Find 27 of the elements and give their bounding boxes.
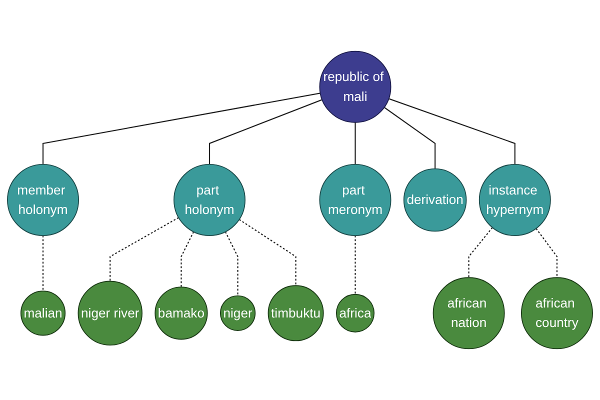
connector bbox=[42, 236, 44, 292]
connector bbox=[388, 98, 516, 164]
connector bbox=[468, 227, 493, 278]
connector bbox=[180, 232, 194, 288]
connector bbox=[536, 228, 558, 278]
connector bbox=[42, 92, 320, 164]
node-circle: african nation bbox=[432, 277, 505, 350]
node-circle: derivation bbox=[403, 168, 467, 232]
connector bbox=[238, 219, 296, 286]
node-circle: instance hypernym bbox=[478, 164, 551, 236]
node-circle: africa bbox=[336, 294, 375, 332]
connector bbox=[354, 122, 356, 164]
node-circle: african country bbox=[520, 277, 593, 350]
connector bbox=[354, 236, 356, 294]
node-circle: timbuktu bbox=[268, 285, 324, 342]
node-circle: part holonym bbox=[174, 164, 246, 236]
connector bbox=[384, 106, 436, 169]
node-circle: niger bbox=[220, 295, 256, 331]
node-circle: part meronym bbox=[319, 164, 392, 236]
node-circle: bamako bbox=[154, 286, 208, 340]
node-circle: republic of mali bbox=[319, 50, 392, 123]
connector bbox=[110, 217, 179, 282]
node-circle: member holonym bbox=[7, 164, 80, 236]
connector bbox=[208, 99, 322, 164]
node-circle: malian bbox=[20, 290, 66, 336]
node-circle: niger river bbox=[78, 280, 142, 346]
connector bbox=[224, 232, 238, 296]
